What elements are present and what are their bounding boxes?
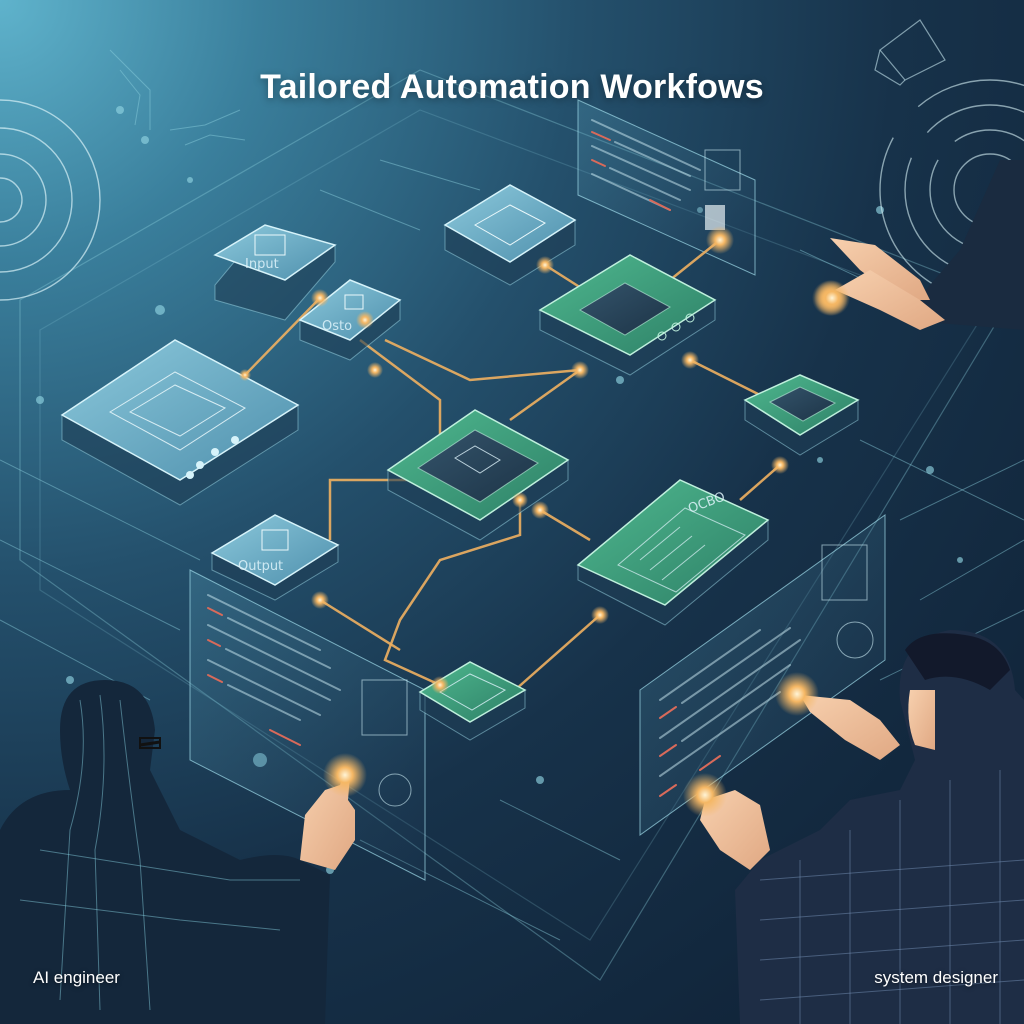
concentric-rings-left	[0, 99, 101, 301]
node-large-left[interactable]	[60, 339, 300, 506]
folder-icon	[254, 234, 286, 256]
calculator-icon	[704, 149, 741, 191]
squares-icon	[473, 204, 547, 246]
caption-ai-engineer: AI engineer	[33, 968, 120, 987]
form-icon	[661, 544, 706, 581]
server-icon	[579, 282, 671, 336]
node-top-right-green[interactable]	[538, 254, 717, 376]
connectors	[244, 239, 781, 691]
node-label: Osto	[322, 319, 352, 334]
cube-outline-icon	[874, 19, 946, 86]
node-label: Output	[238, 559, 283, 574]
node-right-green[interactable]	[743, 374, 860, 456]
node-form-panel[interactable]: OCBO	[576, 479, 770, 626]
hair	[905, 633, 1010, 690]
upper-pointing-hand	[800, 695, 900, 760]
fingerprint-icon	[836, 621, 874, 659]
frame-icon	[439, 673, 507, 711]
right-code-panel	[639, 514, 886, 836]
printer-icon	[361, 679, 408, 736]
dial-icon	[378, 773, 412, 807]
window-icon	[344, 294, 364, 310]
puzzle-icon	[128, 384, 227, 437]
document-icon	[417, 429, 539, 503]
glasses-icon	[139, 737, 161, 749]
top-right-hands-figure	[814, 160, 1024, 330]
system-designer-figure	[683, 630, 1024, 1024]
door-icon	[705, 205, 725, 230]
node-output[interactable]: Output	[210, 514, 340, 601]
node-center-green[interactable]	[386, 409, 570, 541]
stack-icon	[261, 529, 289, 551]
page-title: Tailored Automation Workfows	[260, 68, 764, 106]
left-code-panel	[189, 569, 426, 881]
node-top-center[interactable]	[443, 184, 577, 286]
list-icon	[768, 386, 837, 422]
node-label: Input	[245, 257, 279, 272]
caption-system-designer: system designer	[874, 968, 998, 987]
node-input[interactable]: Input	[213, 224, 337, 321]
shield-icon	[821, 544, 868, 601]
node-bottom-green[interactable]	[418, 661, 527, 741]
ai-engineer-figure	[0, 680, 367, 1024]
